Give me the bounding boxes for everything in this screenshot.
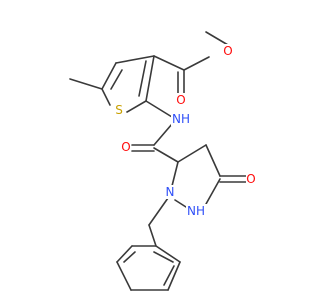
bond-ph-4-5: [116, 261, 132, 291]
atom-ester-carbonyl-oxygen: O: [176, 93, 185, 107]
bond-ch2-phenyl: [148, 224, 157, 247]
structure-drawing: O O S NH O N NH O: [69, 31, 256, 291]
bond-methyl-ether: [205, 31, 229, 46]
atom-amide-oxygen: O: [121, 140, 130, 154]
bond-c2-c3-double: [138, 60, 147, 97]
bond-c4ring-c3ring: [205, 144, 221, 177]
bond-c5ring-c4ring: [177, 144, 207, 163]
atom-amide-nh: NH: [172, 112, 190, 126]
bond-c2-nh: [145, 100, 173, 118]
bond-ph-inner-1: [163, 265, 175, 286]
atom-thiophene-sulfur: S: [115, 103, 123, 117]
atom-labels: O O S NH O N NH O: [113, 44, 256, 218]
bond-c4-c5: [101, 62, 117, 90]
bond-c3-c4: [115, 55, 155, 64]
bond-ph-2-3: [167, 261, 181, 291]
bond-ph-inner-3: [153, 251, 174, 263]
bond-amide-c-c5ring: [153, 147, 179, 163]
bonds: [69, 31, 247, 291]
bond-ether-carbonyl: [183, 56, 210, 71]
bond-s-c2: [126, 100, 147, 113]
bond-ph-inner-2: [123, 251, 136, 263]
molecule-diagram: O O S NH O N NH O: [69, 31, 256, 291]
bond-ph-1-2: [155, 245, 181, 263]
atom-ring-carbonyl-oxygen: O: [246, 172, 255, 186]
bond-nh-amide-c: [153, 123, 173, 146]
bond-c5-methyl: [69, 78, 103, 90]
bond-n-ch2: [148, 197, 169, 226]
bond-ph-5-6: [116, 245, 133, 263]
atom-ring-nh: NH: [187, 204, 205, 218]
bond-carbonyl-c3: [153, 55, 185, 71]
bond-c5-s: [101, 88, 111, 106]
bond-c2-c3: [145, 55, 155, 102]
bond-c4-c5-double: [110, 69, 123, 90]
bond-nh-n: [174, 199, 187, 208]
atom-ring-nitrogen: N: [166, 185, 175, 199]
atom-ester-ether-oxygen: O: [223, 44, 232, 58]
bond-n-c5ring: [171, 161, 179, 187]
bond-c3ring-nh: [205, 178, 221, 205]
